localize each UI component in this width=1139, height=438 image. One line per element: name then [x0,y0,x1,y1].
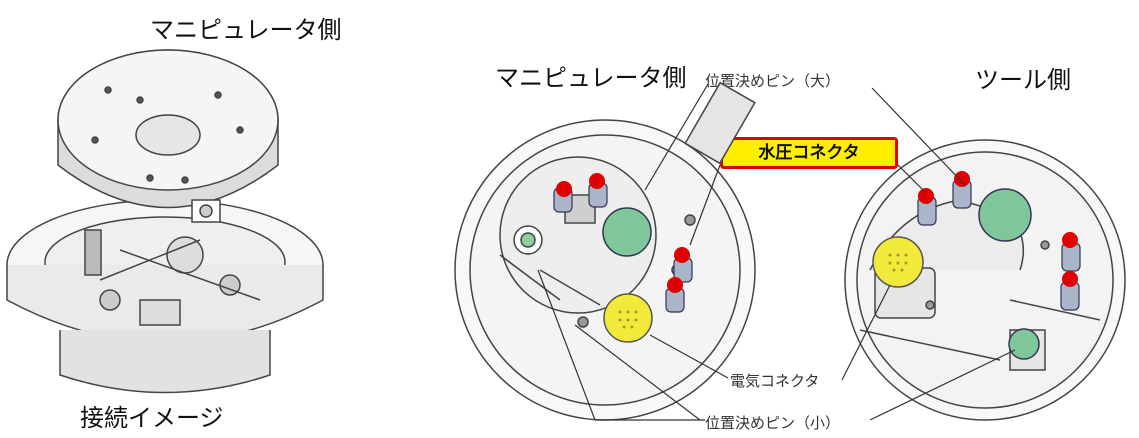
tool-side-label: ツール側 [975,66,1071,94]
leader-lines [537,83,1016,421]
green-connector-manipulator [602,207,652,257]
connector-dots-tool [888,253,908,272]
electric-connector-label: 電気コネクタ [730,372,820,390]
connection-3d-illustration [6,49,324,394]
pin-small-label: 位置決めピン（小） [705,414,841,432]
hydraulic-ports-manipulator [553,182,693,313]
red-marker-manipulator [556,173,690,293]
manipulator-side-label-top: マニピュレータ側 [150,16,342,44]
red-marker-tool [918,171,1078,287]
pin-large-label: 位置決めピン（大） [705,72,841,90]
connector-dots-manipulator [618,310,638,329]
connection-image-label: 接続イメージ [80,404,224,432]
green-connector-small-tool [1008,328,1040,360]
manipulator-side-plate [454,81,756,421]
hydraulic-ports-tool [917,179,1081,311]
water-pressure-connector-badge: 水圧コネクタ [720,137,898,169]
yellow-connector-manipulator [603,293,653,343]
green-connector-tool [978,188,1032,242]
manipulator-side-label: マニピュレータ側 [495,64,687,92]
